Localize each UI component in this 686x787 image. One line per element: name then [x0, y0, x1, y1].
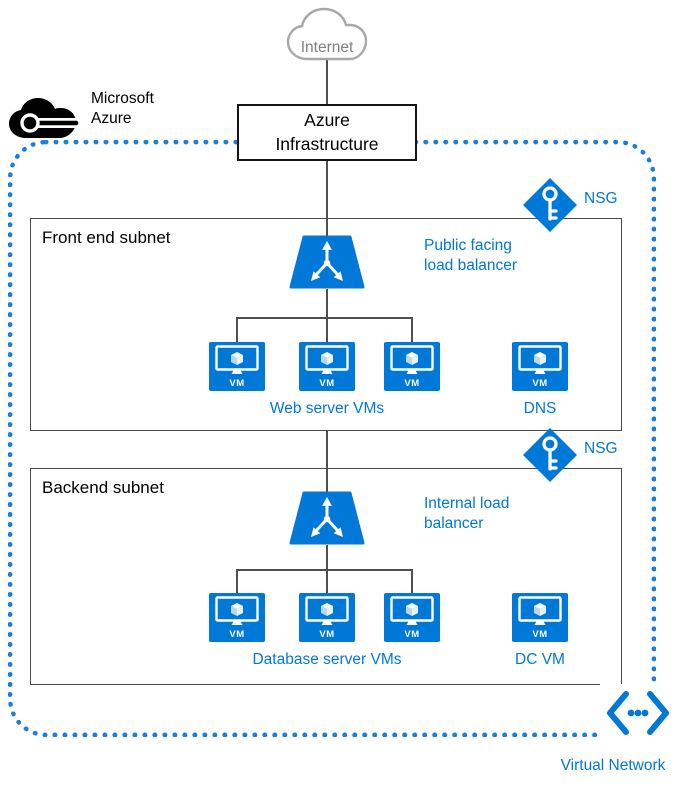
nsg-frontend-label: NSG [584, 190, 618, 207]
vm-monitor-glyph [390, 345, 434, 374]
web-server-vms-label: Web server VMs [269, 400, 385, 417]
vm-badge: VM [319, 378, 335, 389]
vm-badge: VM [532, 378, 548, 389]
vm-badge: VM [404, 629, 420, 640]
azure-infrastructure-box: Azure Infrastructure [237, 104, 417, 161]
internet-cloud-icon [286, 7, 368, 61]
connector-lb1-right-vm [411, 317, 413, 342]
database-vm-icon-3: VM [384, 593, 440, 642]
internal-load-balancer-icon [289, 491, 365, 545]
web-server-vm-icon-3: VM [384, 342, 440, 391]
internal-load-balancer-label: Internal load balancer [424, 495, 510, 532]
dc-vm-icon: VM [512, 593, 568, 642]
connector-lb1-center-vm [326, 289, 328, 342]
connector-frontend-backend [326, 431, 328, 493]
database-server-vms-label: Database server VMs [252, 651, 402, 668]
vm-badge: VM [319, 629, 335, 640]
azure-infrastructure-label: Azure Infrastructure [275, 109, 379, 154]
backend-subnet-box: Backend subnet [30, 468, 622, 685]
microsoft-azure-cloud-icon [9, 98, 83, 138]
nsg-backend-icon [523, 428, 577, 482]
dc-vm-label: DC VM [515, 651, 565, 668]
database-vm-icon-2: VM [299, 593, 355, 642]
vm-monitor-glyph [518, 345, 562, 374]
web-server-vm-icon-2: VM [299, 342, 355, 391]
microsoft-azure-label: Microsoft Azure [91, 90, 154, 128]
virtual-network-icon [607, 691, 669, 735]
vm-badge: VM [229, 378, 245, 389]
dns-vm-icon: VM [512, 342, 568, 391]
backend-subnet-title: Backend subnet [42, 478, 164, 497]
connector-internet-infrastructure [326, 60, 328, 104]
vm-monitor-glyph [518, 596, 562, 625]
connector-lb2-right-vm [411, 569, 413, 593]
dns-label: DNS [523, 400, 557, 417]
public-load-balancer-icon [289, 235, 365, 289]
connector-lb1-left-vm [236, 317, 238, 342]
web-server-vm-icon-1: VM [209, 342, 265, 391]
nsg-frontend-icon [523, 178, 577, 232]
connector-lb1-branch-horizontal [237, 317, 413, 319]
vm-badge: VM [532, 629, 548, 640]
vm-badge: VM [404, 378, 420, 389]
virtual-network-icon-backdrop [600, 684, 676, 742]
vm-monitor-glyph [390, 596, 434, 625]
vm-monitor-glyph [215, 345, 259, 374]
nsg-backend-label: NSG [584, 440, 618, 457]
internet-label: Internet [300, 39, 354, 56]
frontend-subnet-title: Front end subnet [42, 228, 171, 247]
virtual-network-label: Virtual Network [560, 757, 666, 774]
vm-monitor-glyph [305, 596, 349, 625]
connector-lb2-left-vm [236, 569, 238, 593]
connector-infrastructure-public-lb [326, 161, 328, 238]
connector-lb2-branch-horizontal [237, 569, 413, 571]
database-vm-icon-1: VM [209, 593, 265, 642]
vm-monitor-glyph [305, 345, 349, 374]
frontend-subnet-box: Front end subnet [30, 218, 622, 431]
vm-badge: VM [229, 629, 245, 640]
vm-monitor-glyph [215, 596, 259, 625]
public-load-balancer-label: Public facing load balancer [424, 237, 518, 274]
